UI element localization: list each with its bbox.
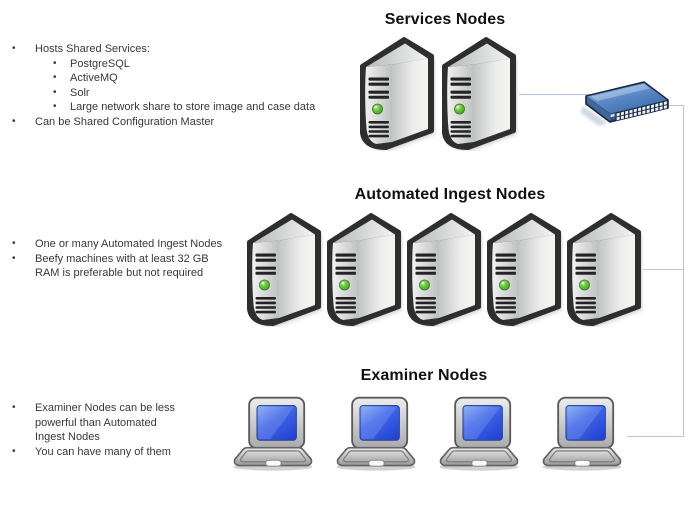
bullet-glyph-icon: • — [12, 252, 16, 264]
laptop-icon — [536, 394, 628, 472]
server-tower-icon — [438, 36, 518, 151]
section-title-examiner: Examiner Nodes — [360, 367, 488, 384]
bullet-item: • Large network share to store image and … — [53, 100, 342, 115]
bullet-glyph-icon: • — [12, 238, 16, 249]
server-tower-icon — [356, 36, 436, 151]
bullet-glyph-icon: • — [12, 115, 16, 127]
bullet-line: Hosts Shared Services: — [35, 43, 150, 55]
connector-services-to-switch — [519, 94, 590, 95]
connector-ingest-to-trunk — [643, 269, 684, 270]
server-tower-icon — [403, 212, 483, 327]
bullet-line: ActiveMQ — [70, 72, 118, 84]
bullet-glyph-icon: • — [53, 72, 57, 83]
bullet-glyph-icon: • — [53, 86, 57, 98]
bullet-item: • One or many Automated Ingest Nodes — [12, 237, 252, 252]
node-row-ingest — [243, 212, 643, 327]
bullet-glyph-icon: • — [12, 43, 16, 54]
laptop-icon — [330, 394, 422, 472]
laptop-icon — [227, 394, 319, 472]
bullet-line: Examiner Nodes can be less — [35, 402, 176, 414]
bullet-item: • ActiveMQ — [53, 71, 342, 86]
connector-switch-to-trunk — [667, 105, 684, 106]
connector-trunk-vertical — [683, 105, 684, 436]
bullet-list-ingest: • One or many Automated Ingest Nodes • Beef… — [12, 237, 252, 281]
bullet-line: Can be Shared Configuration Master — [35, 115, 215, 128]
bullet-line: powerful than Automated — [35, 416, 157, 429]
bullet-line: PostgreSQL — [70, 57, 130, 70]
bullet-item: • Examiner Nodes can be less powerful than… — [12, 401, 207, 445]
bullet-item: • Hosts Shared Services: — [12, 42, 342, 57]
bullet-item: • Can be Shared Configuration Master — [12, 115, 342, 130]
section-title-services: Services Nodes — [384, 11, 506, 28]
bullet-item: • PostgreSQL — [53, 57, 342, 72]
laptop-icon — [433, 394, 525, 472]
bullet-glyph-icon: • — [12, 402, 16, 413]
node-row-examiner — [227, 394, 628, 472]
node-row-services — [356, 36, 518, 151]
bullet-item: • Solr — [53, 86, 342, 101]
server-tower-icon — [243, 212, 323, 327]
connector-examiner-to-trunk — [627, 436, 684, 437]
bullet-glyph-icon: • — [53, 57, 57, 69]
bullet-line: Beefy machines with at least 32 GB — [35, 252, 209, 265]
bullet-glyph-icon: • — [12, 445, 16, 457]
server-tower-icon — [563, 212, 643, 327]
section-title-ingest: Automated Ingest Nodes — [354, 186, 546, 203]
bullet-line: Solr — [70, 86, 90, 99]
bullet-item: • You can have many of them — [12, 445, 207, 460]
bullet-line: Large network share to store image and c… — [70, 101, 316, 113]
server-tower-icon — [483, 212, 563, 327]
network-switch-icon — [580, 80, 672, 138]
bullet-list-examiner: • Examiner Nodes can be less powerful than… — [12, 401, 207, 459]
bullet-glyph-icon: • — [53, 101, 57, 112]
server-tower-icon — [323, 212, 403, 327]
bullet-line: RAM is preferable but not required — [35, 267, 204, 279]
bullet-line: You can have many of them — [35, 445, 171, 458]
bullet-line: One or many Automated Ingest Nodes — [35, 238, 223, 250]
bullet-line: Ingest Nodes — [35, 431, 100, 443]
bullet-item: • Beefy machines with at least 32 GB RAM i… — [12, 252, 252, 281]
bullet-list-services: • Hosts Shared Services: • PostgreSQL • Activ… — [12, 42, 342, 129]
